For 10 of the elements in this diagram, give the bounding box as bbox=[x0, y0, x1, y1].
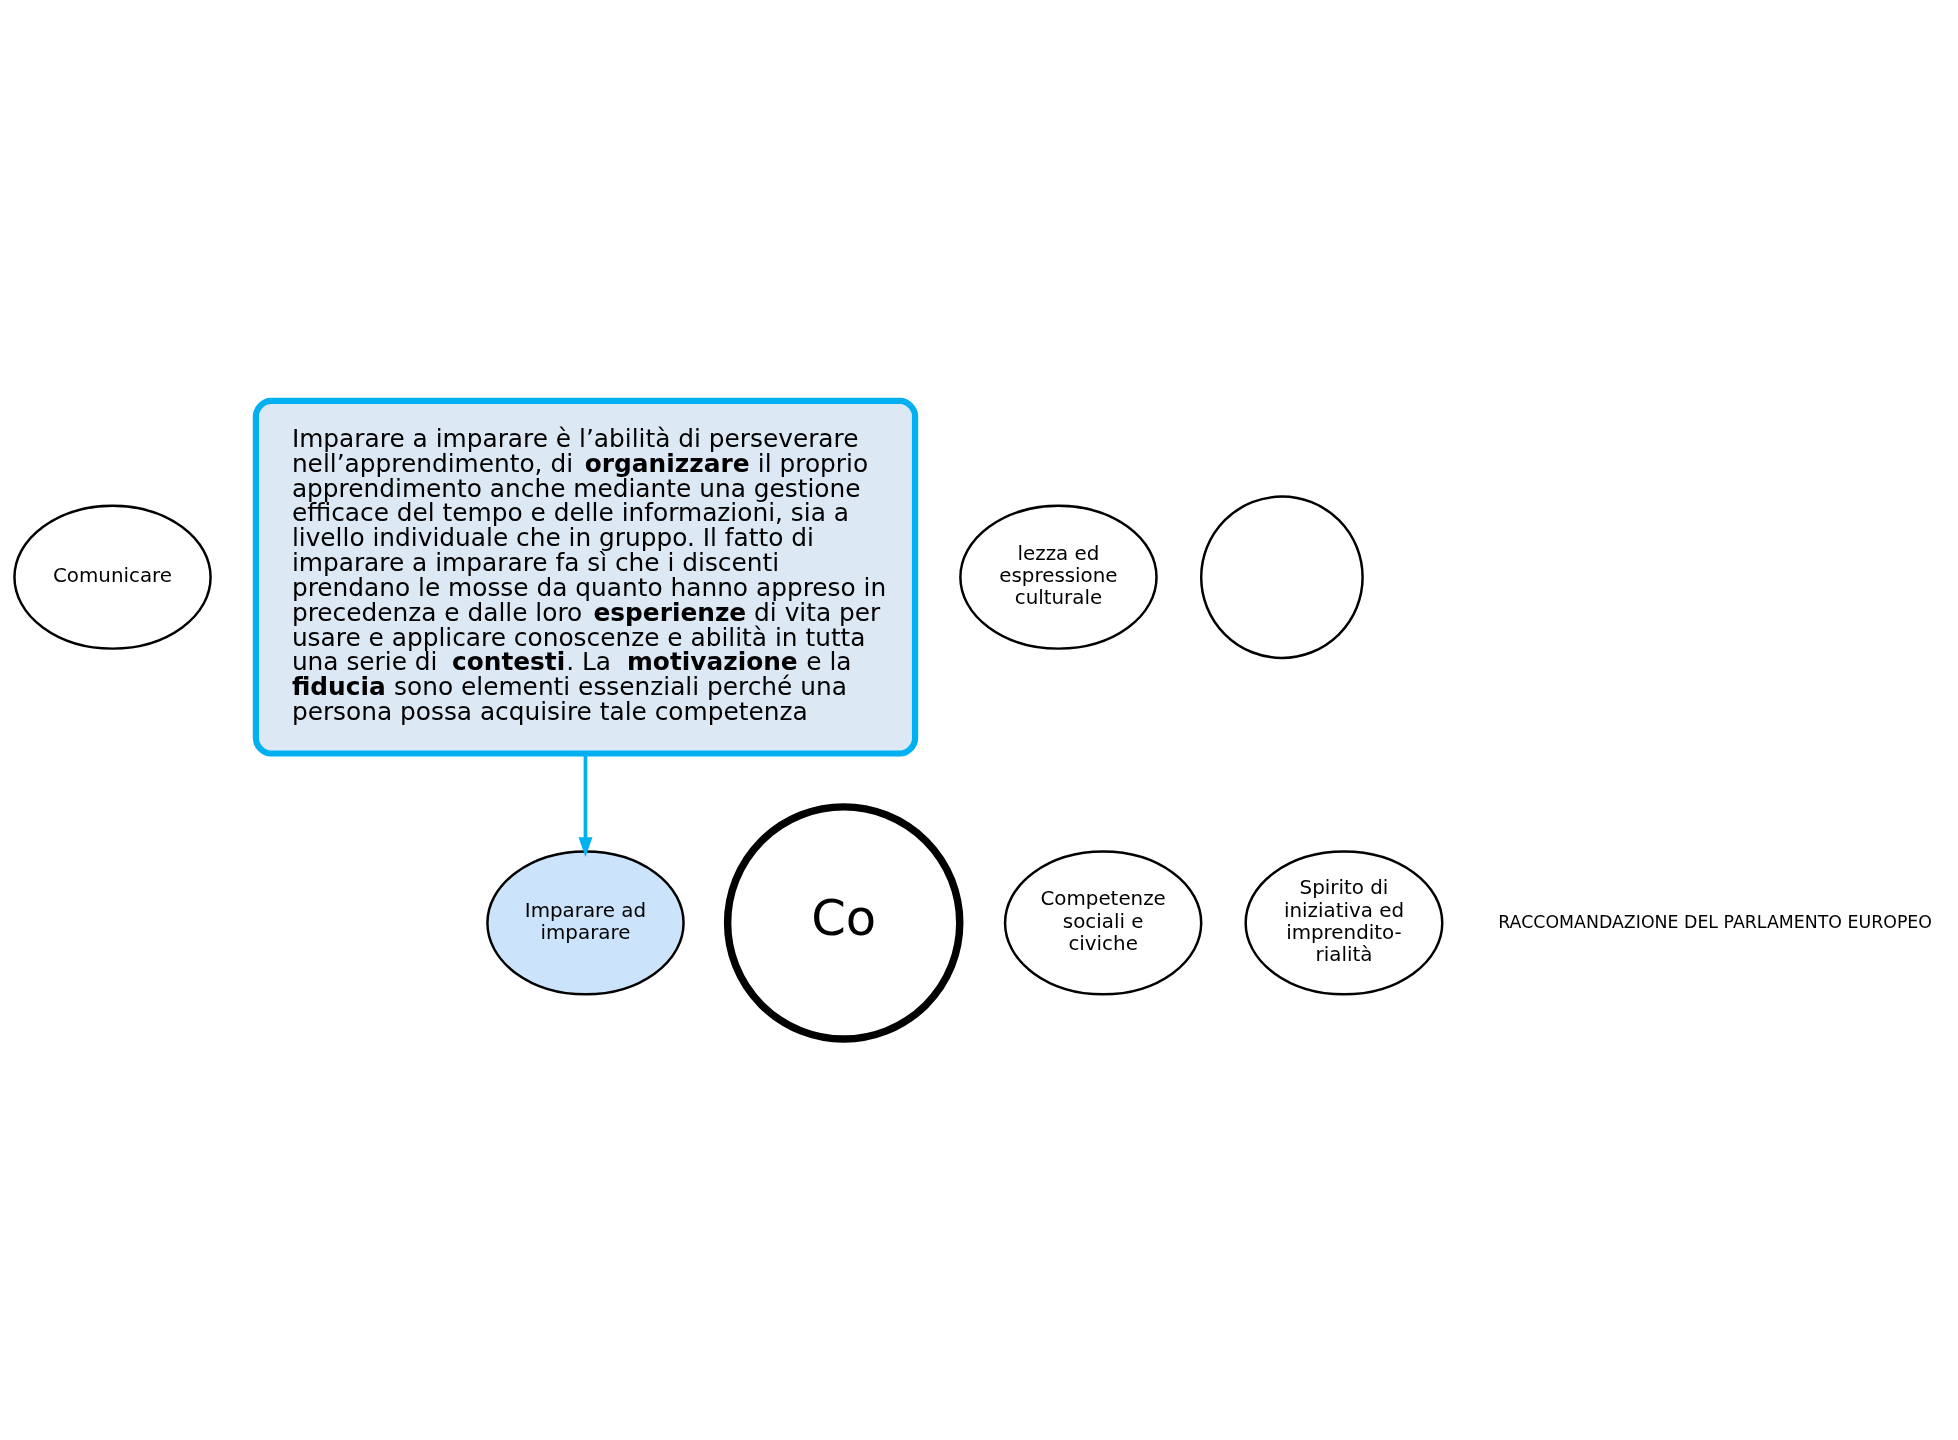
node-circle: Co bbox=[723, 803, 964, 1043]
node-box: Imparare a imparare è l’abilità di perseverare nell’apprendimento, di organizzare il proprio apprendimento anche mediante una gestione efficace del tempo e delle informazioni, sia a livello individuale che in gruppo. Il fatto di imparare a imparare fa sì che i discenti prendano le mosse da quanto hanno appreso in precedenza e dalle loro esperienze di vita per usare e applicare conoscenze e abilità in tutta una serie di contesti. La motivazione e la fiducia sono elementi essenziali perché una persona possa acquisire tale competenza bbox=[252, 397, 919, 757]
label: RACCOMANDAZIONE DEL PARLAMENTO EUROPEO bbox=[1498, 911, 1933, 932]
node-ellipse: Spirito di iniziativa ed imprendito- rialità bbox=[1244, 850, 1444, 996]
node-ellipse: Competenze sociali e civiche bbox=[1003, 850, 1203, 996]
node-ellipse: Comunicare bbox=[13, 504, 212, 650]
node-ellipse: lezza ed espressione culturale bbox=[959, 504, 1158, 650]
node-circle bbox=[1199, 495, 1364, 660]
arrow bbox=[578, 753, 593, 858]
node-ellipse: Imparare ad imparare bbox=[486, 850, 685, 996]
